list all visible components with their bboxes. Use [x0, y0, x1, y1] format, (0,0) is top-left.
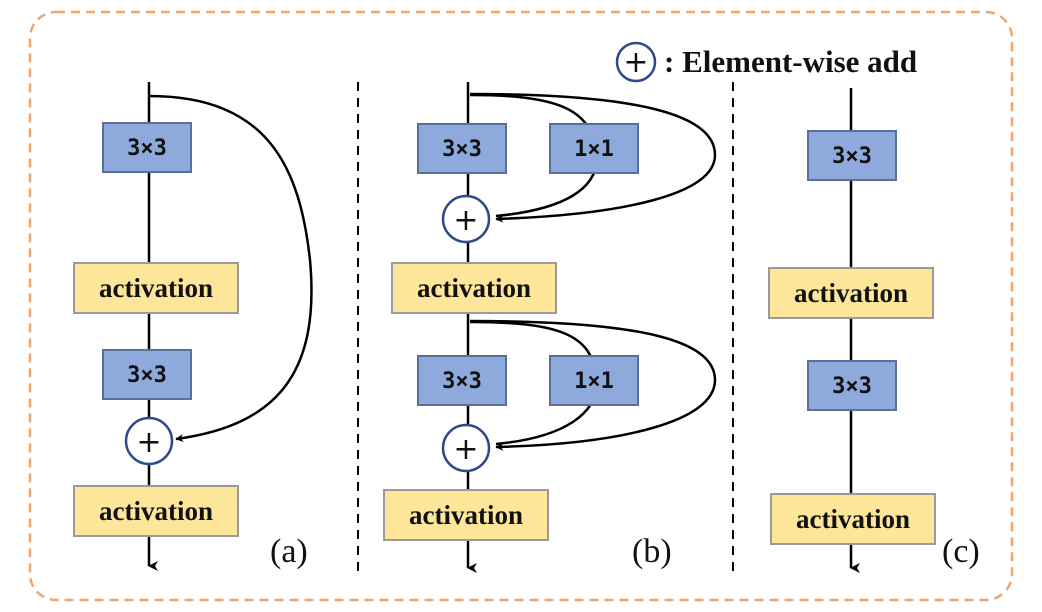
a-activation-1-label: activation [99, 273, 213, 303]
a-conv-bottom-box [102, 349, 192, 400]
b-conv-top-main-box [417, 123, 507, 174]
b-conv-top-branch-label: 1×1 [574, 137, 614, 162]
b-conv-bottom-main-box [417, 355, 507, 406]
a-panel-label: (a) [270, 533, 308, 570]
legend: + : Element-wise add [615, 41, 917, 83]
b-add-bottom-symbol: + [453, 432, 478, 467]
b-bottom-identity [469, 319, 717, 451]
legend-add-symbol: + [623, 45, 648, 80]
c-conv-top-label: 3×3 [832, 144, 872, 169]
b-activation-2-label: activation [409, 500, 523, 530]
a-conv-top-label: 3×3 [127, 136, 167, 161]
c-activation-2-box [770, 493, 936, 545]
c-activation-1-label: activation [794, 278, 908, 308]
b-conv-bottom-branch-label: 1×1 [574, 369, 614, 394]
c-conv-top-box [807, 130, 897, 181]
a-activation-2-box [73, 485, 239, 537]
b-top-identity [469, 92, 717, 223]
legend-add-icon [615, 41, 657, 83]
c-activation-2-label: activation [796, 504, 910, 534]
b-conv-top-main-label: 3×3 [442, 137, 482, 162]
b-add-bottom-icon [441, 423, 491, 473]
b-conv-top-branch-box [549, 123, 639, 174]
a-activation-2-label: activation [99, 496, 213, 526]
b-activation-1-box [391, 262, 557, 314]
b-add-top-symbol: + [453, 203, 478, 238]
a-skip-connection [148, 94, 313, 443]
a-add-symbol: + [136, 425, 161, 460]
b-panel-label: (b) [632, 533, 672, 570]
b-conv-bottom-branch-box [549, 355, 639, 406]
a-conv-top-box [102, 122, 192, 173]
c-activation-1-box [768, 267, 934, 319]
legend-label: : Element-wise add [664, 44, 917, 79]
a-conv-bottom-label: 3×3 [127, 363, 167, 388]
panel-b: 3×3 1×1 + activation 3×3 1×1 + activatio… [383, 82, 717, 573]
a-add-icon [124, 416, 174, 466]
panel-c: 3×3 activation 3×3 activation (c) [768, 88, 980, 573]
b-conv-bottom-main-label: 3×3 [442, 369, 482, 394]
c-conv-bottom-box [807, 360, 897, 411]
c-panel-label: (c) [942, 533, 980, 570]
panel-a: 3×3 activation 3×3 + activation (a) [73, 82, 313, 571]
b-add-top-icon [441, 194, 491, 244]
outer-frame [28, 10, 1014, 602]
b-activation-2-box [383, 489, 549, 541]
c-conv-bottom-label: 3×3 [832, 374, 872, 399]
a-activation-1-box [73, 262, 239, 314]
b-activation-1-label: activation [417, 273, 531, 303]
